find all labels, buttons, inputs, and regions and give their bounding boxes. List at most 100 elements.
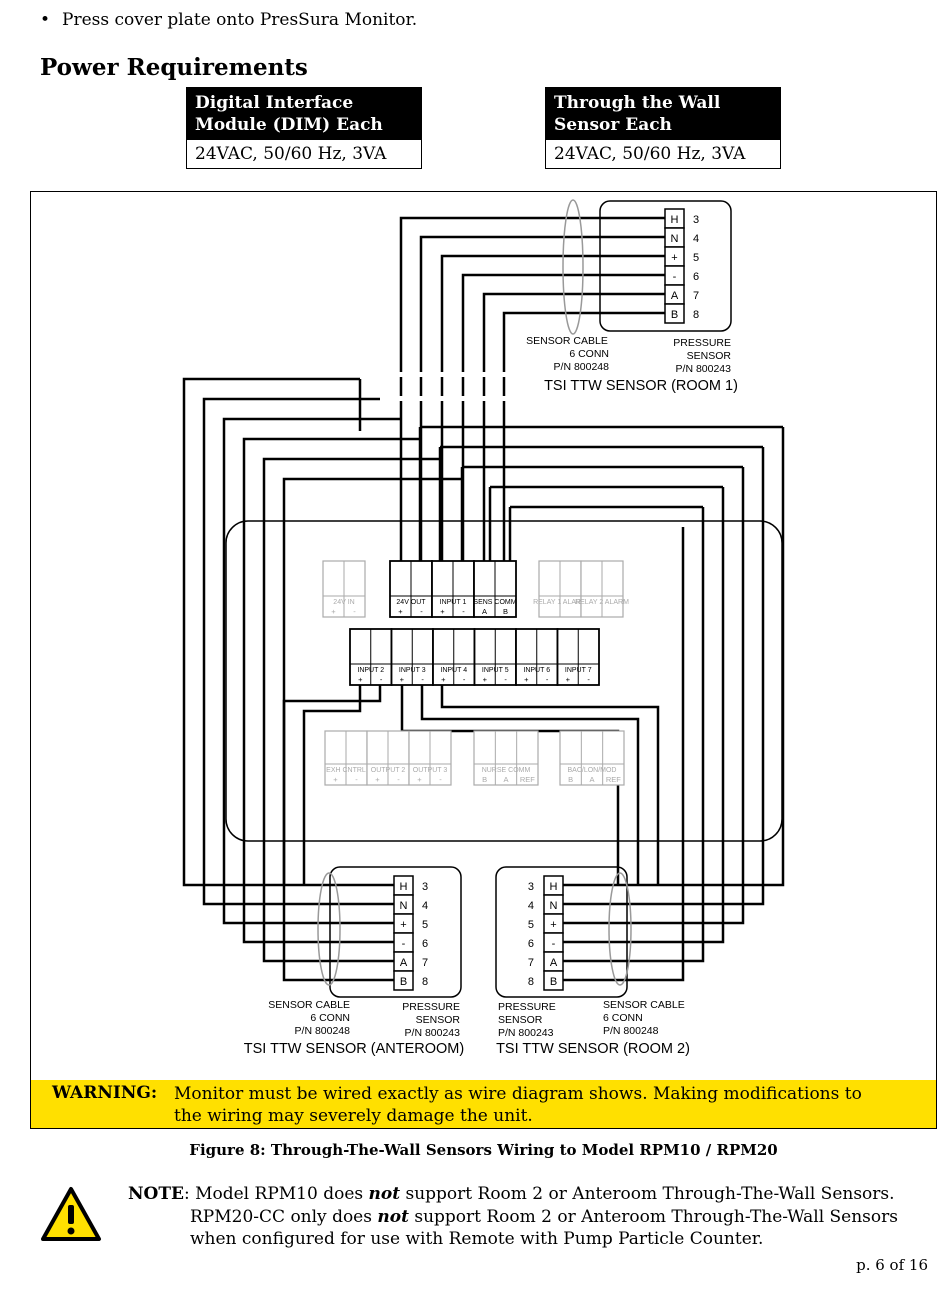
input-block-pin: + [400, 675, 405, 684]
bullet-item: •Press cover plate onto PresSura Monitor… [40, 10, 417, 30]
top-block-label: RELAY 1 ALARM [533, 599, 587, 606]
comm-block-pin: A [503, 775, 508, 784]
top-block-pin: A [482, 607, 487, 616]
section-title: Power Requirements [40, 54, 308, 81]
comm-block-pin: REF [606, 775, 621, 784]
wire [282, 685, 382, 885]
room1-sensor-label-2: SENSOR [687, 350, 732, 362]
room2-cable-bundle [608, 872, 632, 986]
warning-text: Monitor must be wired exactly as wire di… [174, 1084, 862, 1126]
input-block-pin: - [546, 675, 549, 684]
power-table-value: 24VAC, 50/60 Hz, 3VA [554, 144, 746, 164]
page-number: p. 6 of 16 [856, 1256, 928, 1274]
note-line-3: when configured for use with Remote with… [190, 1229, 764, 1249]
power-table-header: Through the Wall Sensor Each [546, 88, 780, 140]
comm-block-label: BAC/LON/MOD [567, 767, 616, 774]
anteroom-cable-label-3: P/N 800248 [295, 1025, 351, 1037]
room2-terminal-number: 4 [528, 900, 534, 912]
room1-sensor-label-3: P/N 800243 [676, 363, 732, 375]
note-emphasis: not [368, 1184, 401, 1204]
room2-terminal-number: 8 [528, 976, 534, 988]
diagram-frame [30, 191, 937, 1129]
note-text: support Room 2 or Anteroom Through-The-W… [408, 1206, 898, 1227]
room1-wire [419, 235, 665, 563]
anteroom-terminal-number: 5 [422, 919, 428, 931]
room1-cable-label-1: SENSOR CABLE [526, 335, 608, 347]
anteroom-sensor-label-3: P/N 800243 [405, 1027, 461, 1039]
input-block-label: INPUT 6 [523, 667, 550, 674]
note-line-1: NOTE: Model RPM10 does not support Room … [128, 1184, 895, 1204]
room1-terminal-number: 3 [693, 214, 699, 226]
input-block-pin: + [483, 675, 488, 684]
room2-wire [563, 467, 745, 925]
input-block-pin: - [504, 675, 507, 684]
comm-block-pin: B [568, 775, 573, 784]
room1-sensor-label-1: PRESSURE [673, 337, 731, 349]
room2-wire [563, 527, 685, 982]
room1-terminal-label: - [673, 271, 677, 283]
anteroom-cable-label-1: SENSOR CABLE [268, 999, 350, 1011]
room1-wire [502, 311, 665, 563]
anteroom-wire [222, 417, 400, 925]
anteroom-terminal-label: B [400, 976, 407, 988]
room2-sensor-outline [495, 866, 628, 998]
top-block-pin: + [331, 607, 336, 616]
anteroom-sensor-label-1: PRESSURE [402, 1001, 460, 1013]
room1-terminal-number: 8 [693, 309, 699, 321]
input-block-label: INPUT 7 [565, 667, 592, 674]
room2-terminal-label: A [550, 957, 558, 969]
anteroom-terminal-number: 4 [422, 900, 428, 912]
wire [420, 685, 640, 885]
controller-outline [225, 520, 783, 842]
wire-breaks [399, 372, 506, 401]
anteroom-terminal-label: H [400, 881, 408, 893]
anteroom-cable-label-2: 6 CONN [310, 1012, 350, 1024]
input-block-pin: - [380, 675, 383, 684]
room1-terminal-label: + [671, 252, 677, 264]
input-block-pin: - [587, 675, 590, 684]
input-block-pin: + [524, 675, 529, 684]
room1-terminal-label: B [671, 309, 678, 321]
room2-terminal-label: + [550, 919, 556, 931]
top-block-label: 24V IN [333, 599, 354, 606]
anteroom-title: TSI TTW SENSOR (ANTEROOM) [244, 1041, 464, 1057]
room1-sensor-outline [599, 200, 732, 332]
input-block-pin: + [441, 675, 446, 684]
room2-sensor-label-1: PRESSURE [498, 1001, 556, 1013]
figure-caption: Figure 8: Through-The-Wall Sensors Wirin… [189, 1141, 778, 1159]
note-label: NOTE [128, 1184, 184, 1204]
anteroom-terminal-number: 3 [422, 881, 428, 893]
room2-terminal-label: B [550, 976, 557, 988]
comm-block-label: NURSE COMM [482, 767, 531, 774]
note-emphasis: not [377, 1206, 409, 1227]
warning-bar [31, 1080, 936, 1128]
warning-triangle-icon [41, 1187, 101, 1241]
comm-block-pin: REF [520, 775, 535, 784]
note-text: support Room 2 or Anteroom Through-The-W… [400, 1184, 895, 1204]
top-block-label: INPUT 1 [440, 599, 467, 606]
top-block-pin: - [420, 607, 423, 616]
anteroom-cable-bundle [317, 872, 341, 986]
anteroom-wire [182, 377, 394, 887]
room2-cable-label-3: P/N 800248 [603, 1025, 659, 1037]
input-block-pin: - [421, 675, 424, 684]
output-block-pin: - [355, 775, 358, 784]
room2-sensor-label-2: SENSOR [498, 1014, 543, 1026]
anteroom-terminal-number: 8 [422, 976, 428, 988]
output-block-pin: - [439, 775, 442, 784]
input-block-label: INPUT 2 [357, 667, 384, 674]
power-table-header: Digital Interface Module (DIM) Each [187, 88, 421, 140]
warning-label: WARNING: [52, 1083, 158, 1103]
power-table-dim: Digital Interface Module (DIM) Each 24VA… [186, 87, 422, 169]
output-block-pin: + [417, 775, 422, 784]
wire [302, 685, 362, 885]
room2-terminal-label: H [550, 881, 558, 893]
room1-cable-label-2: 6 CONN [569, 348, 609, 360]
anteroom-wire [262, 457, 442, 963]
output-block-pin: - [397, 775, 400, 784]
room2-terminal [543, 970, 564, 991]
room1-terminal-number: 5 [693, 252, 699, 264]
top-block-pin: - [353, 607, 356, 616]
room1-cable-label-3: P/N 800248 [554, 361, 610, 373]
